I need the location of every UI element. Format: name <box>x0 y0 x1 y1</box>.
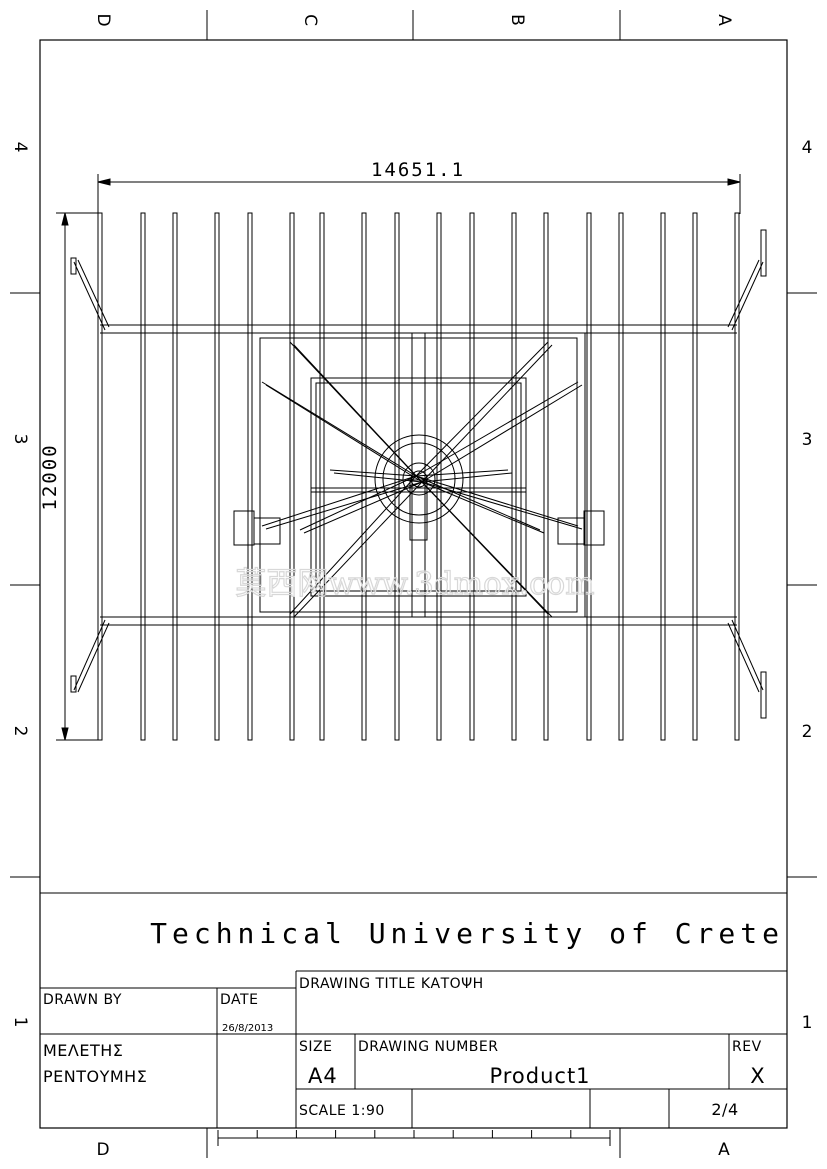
slat <box>692 212 698 741</box>
size-label: SIZE <box>299 1039 332 1055</box>
radial-brace <box>299 475 417 531</box>
radial-brace <box>261 381 417 477</box>
radial-brace <box>415 469 509 477</box>
title-block-lines <box>40 892 787 1128</box>
slat <box>247 212 253 741</box>
dimension-height: 12000 <box>39 443 61 510</box>
zone-row-2-right: 2 <box>802 722 813 742</box>
slat <box>734 212 740 741</box>
scale-ruler <box>217 1130 611 1146</box>
radial-brace <box>265 384 423 483</box>
radial-brace <box>303 481 423 534</box>
organization-title: Technical University of Crete <box>150 917 784 950</box>
radial-brace <box>293 481 423 618</box>
slat <box>97 212 103 741</box>
drawn-by-name-1: ΜΕΛΕΤΗΣ <box>43 1041 123 1060</box>
zone-row-3-left: 3 <box>10 434 30 445</box>
watermark: 莫西网www.3dmox.com <box>235 565 595 602</box>
slat <box>586 212 592 741</box>
radial-brace <box>421 481 545 534</box>
slat <box>289 212 295 741</box>
slat <box>394 212 400 741</box>
radial-brace <box>265 481 423 530</box>
slat <box>618 212 624 741</box>
sheet-number: 2/4 <box>711 1100 738 1119</box>
slat <box>660 212 666 741</box>
dimension-width: 14651.1 <box>371 159 465 181</box>
size-value: A4 <box>308 1064 338 1088</box>
drawing-number-label: DRAWING NUMBER <box>358 1039 498 1055</box>
rev-label: REV <box>732 1039 762 1055</box>
radial-brace <box>421 472 513 483</box>
zone-row-4-right: 4 <box>802 138 813 158</box>
radial-brace <box>261 475 417 527</box>
drawing-title: DRAWING TITLE ΚΑΤΟΨΗ <box>299 976 484 992</box>
zone-row-1-right: 1 <box>802 1013 813 1033</box>
slat <box>214 212 220 741</box>
zone-ticks <box>10 10 817 1158</box>
zone-col-a: A <box>714 14 734 26</box>
slat <box>436 212 442 741</box>
radial-brace <box>415 475 541 531</box>
radial-brace <box>293 344 423 483</box>
date-label: DATE <box>220 992 258 1008</box>
radial-brace <box>415 381 579 477</box>
zone-row-2-left: 2 <box>10 726 30 737</box>
drawn-by-name-2: ΡΕΝΤΟΥΜΗΣ <box>43 1067 147 1086</box>
plan-view <box>56 174 767 741</box>
radial-brace <box>415 475 579 527</box>
radial-brace <box>289 475 417 615</box>
radial-brace <box>329 469 417 477</box>
radial-brace <box>415 341 549 477</box>
rev-value: X <box>750 1064 765 1088</box>
radial-brace <box>421 481 553 618</box>
zone-row-3-right: 3 <box>802 430 813 450</box>
zone-col-d: D <box>93 13 113 26</box>
scale-value: SCALE 1:90 <box>299 1103 385 1119</box>
radial-brace <box>421 384 583 483</box>
zone-bottom-d: D <box>96 1140 109 1160</box>
slat <box>543 212 549 741</box>
zone-row-4-left: 4 <box>10 142 30 153</box>
slat <box>172 212 178 741</box>
zone-col-b: B <box>507 14 527 26</box>
drawing-number-value: Product1 <box>489 1064 590 1088</box>
date-value: 26/8/2013 <box>222 1023 273 1034</box>
slat <box>140 212 146 741</box>
watermark-text: 莫西网www.3dmox.com <box>235 566 594 602</box>
radial-brace <box>421 344 553 483</box>
zone-col-c: C <box>300 14 320 26</box>
zone-bottom-a: A <box>718 1140 730 1160</box>
drawn-by-label: DRAWN BY <box>43 992 122 1008</box>
slat <box>319 212 325 741</box>
zone-row-1-left: 1 <box>10 1017 30 1028</box>
slat <box>511 212 517 741</box>
